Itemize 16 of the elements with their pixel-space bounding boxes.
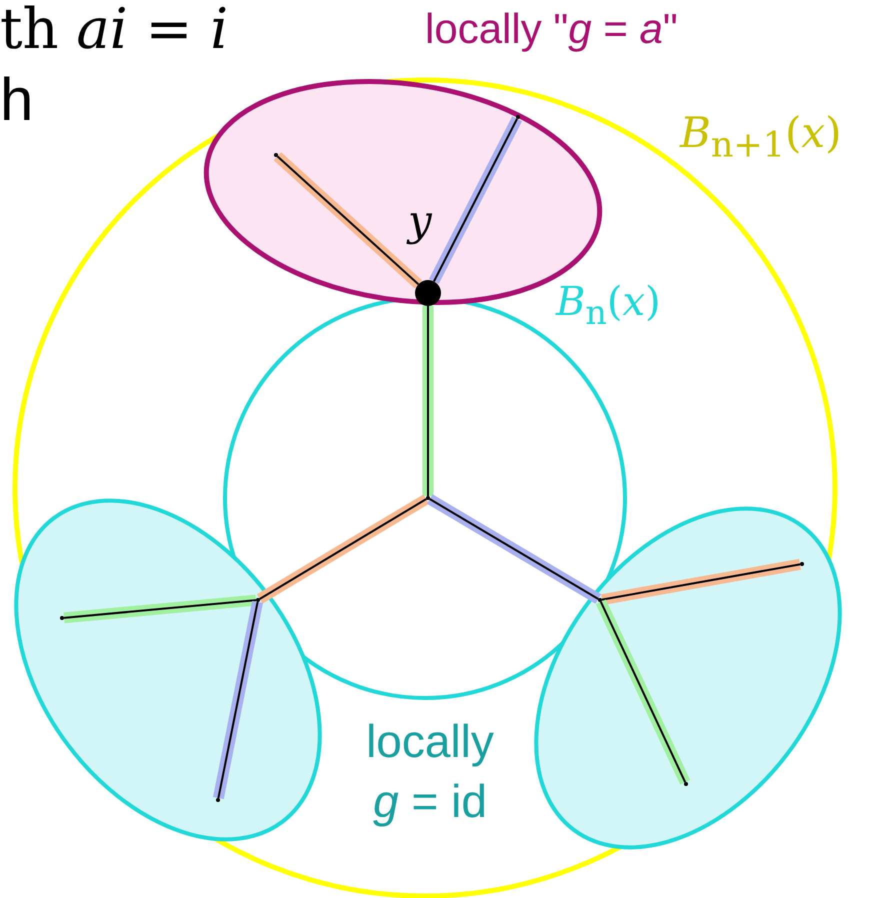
tree-edge — [213, 600, 263, 800]
tree-edge — [426, 494, 602, 604]
region-label: locally "g = a" — [425, 8, 678, 50]
ball-label: B$_{n}$(x) — [556, 282, 661, 330]
formula-text: th ai = i — [0, 2, 228, 58]
tree-edge — [429, 116, 522, 284]
tree-edge — [422, 306, 434, 496]
tree-edge — [63, 594, 257, 624]
caption-text: h — [0, 70, 34, 130]
ball-label: B$_{n+1}$(x) — [680, 112, 842, 164]
vertex-label: y — [408, 200, 432, 242]
tree-edge — [256, 494, 430, 604]
tree-edge — [601, 558, 801, 606]
tree-edge — [596, 599, 690, 785]
region-label: locally g = id — [365, 714, 495, 829]
tree-edge — [274, 152, 422, 288]
